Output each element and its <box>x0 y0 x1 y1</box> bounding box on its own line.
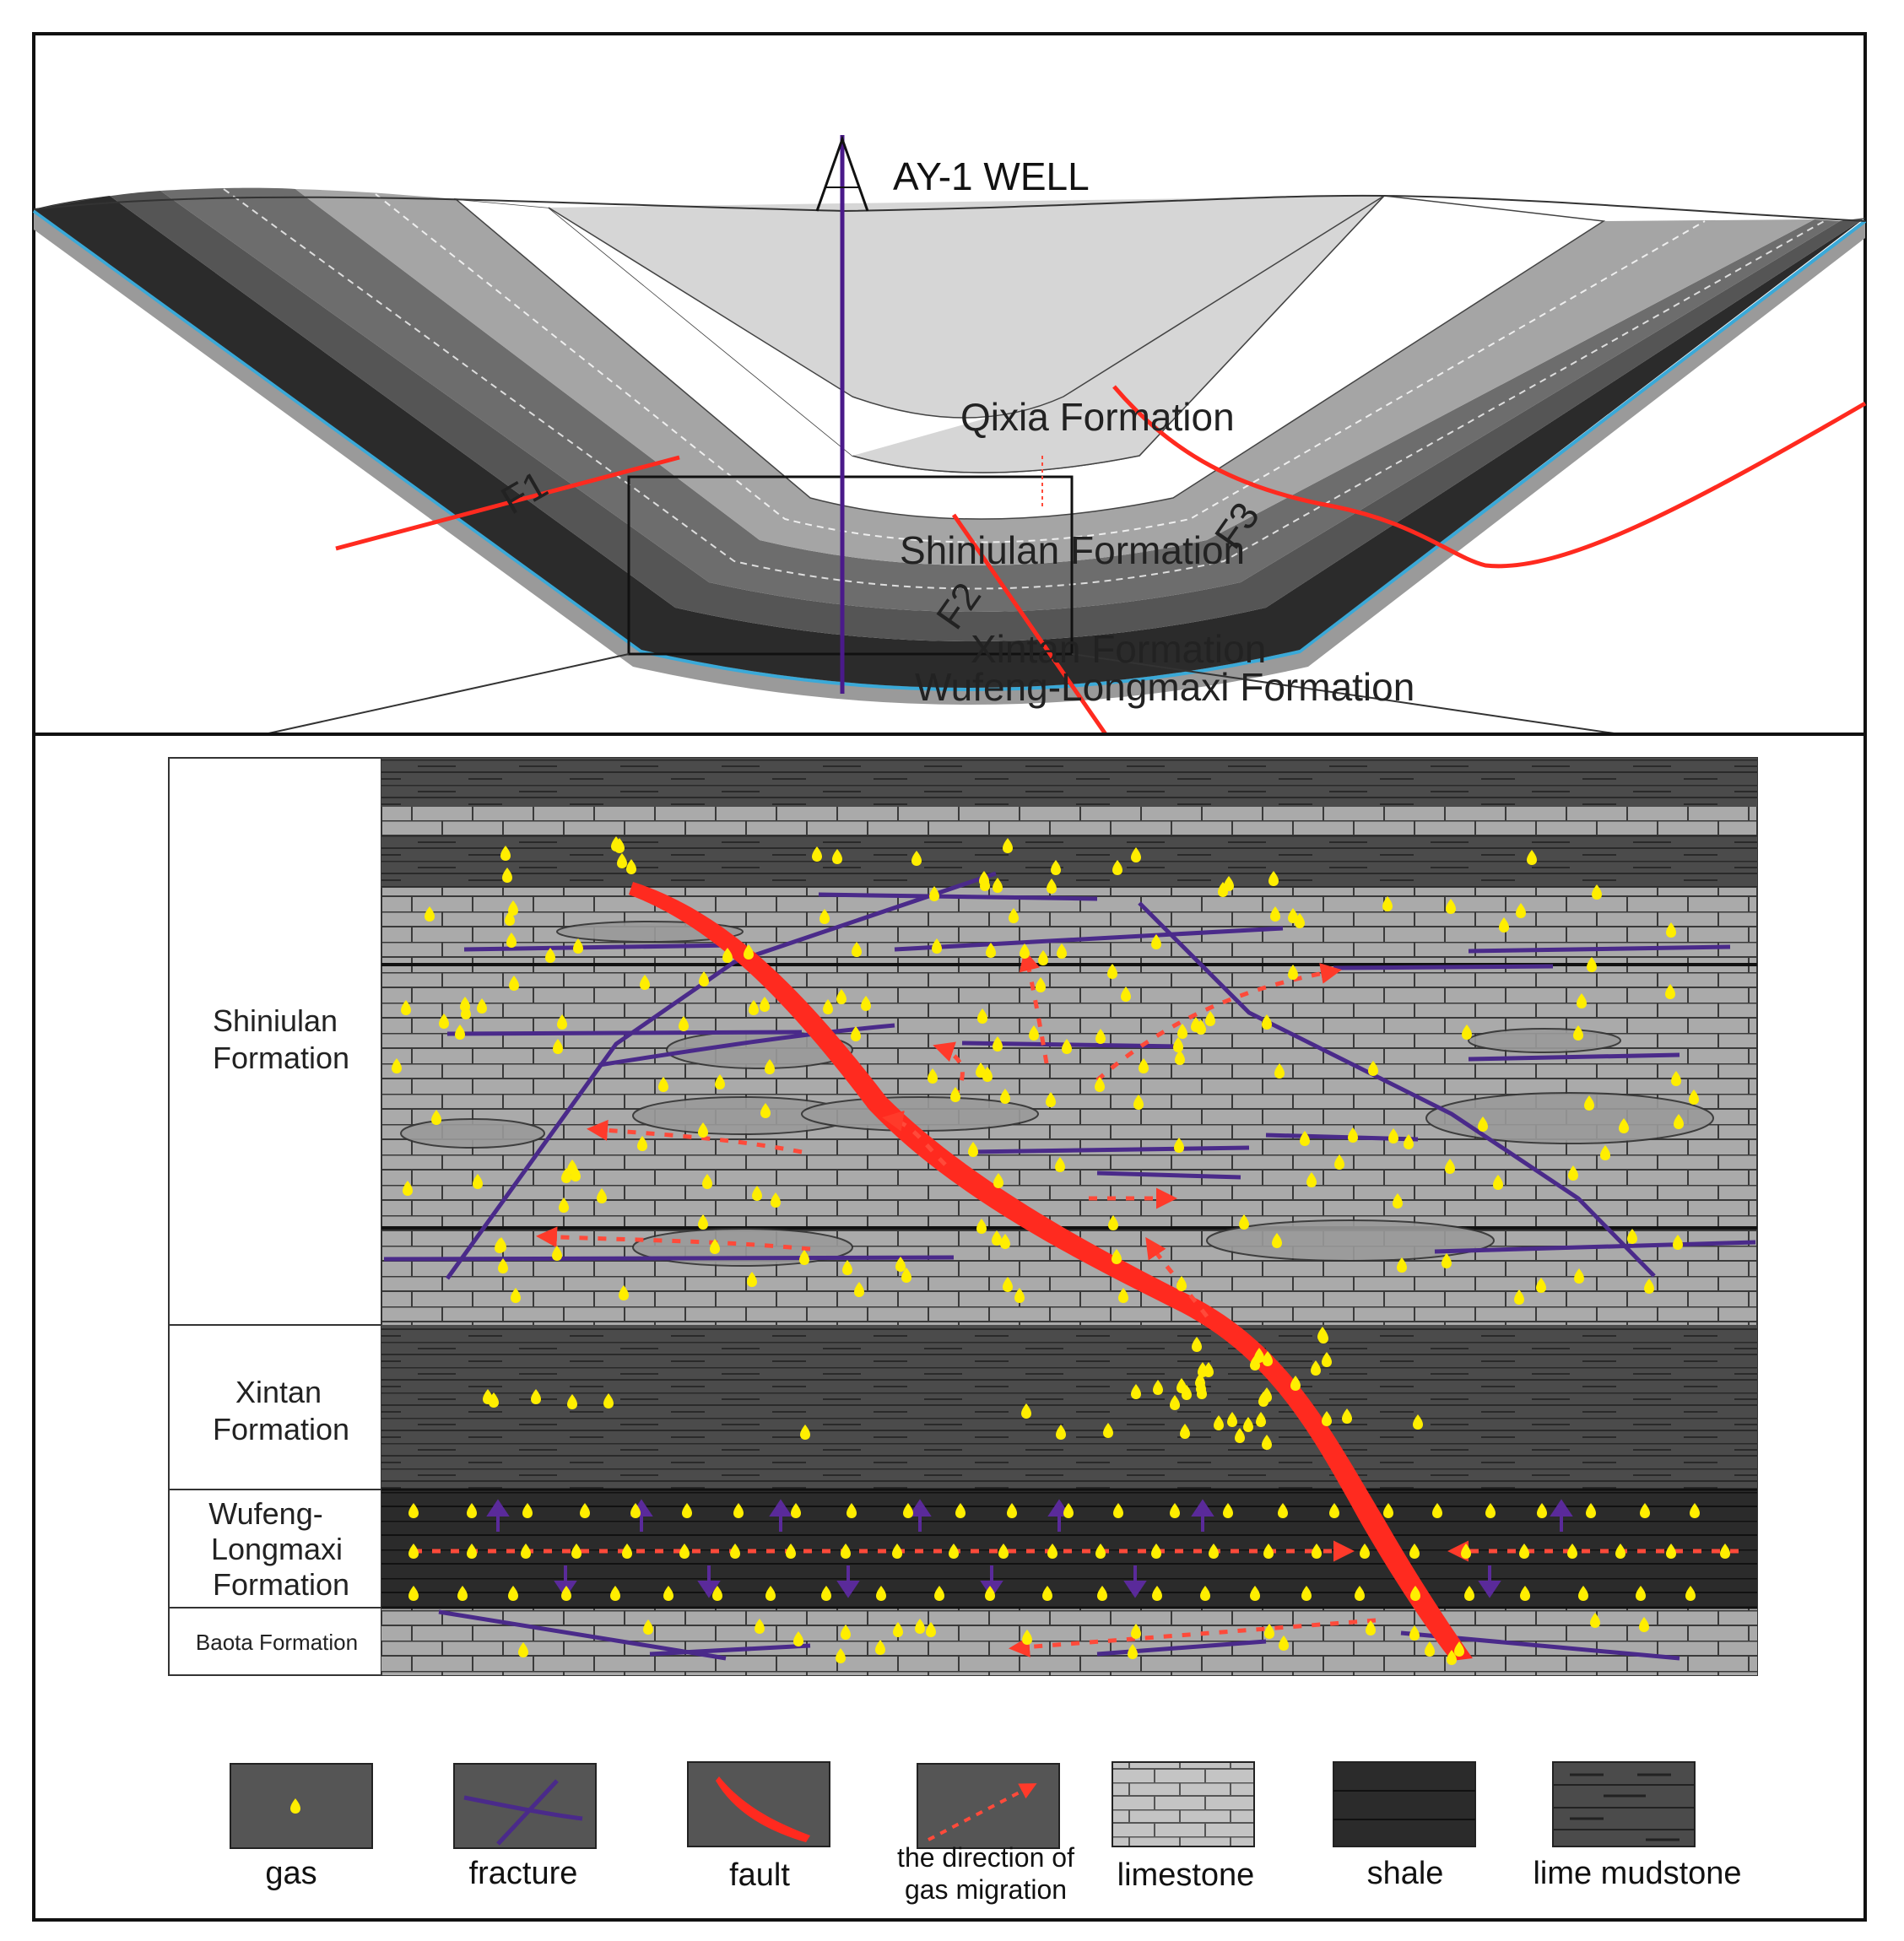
label-wufeng: Wufeng-Longmaxi Formation <box>915 665 1414 709</box>
legend-gas-label: gas <box>265 1856 316 1891</box>
legend-lime-mudstone: lime mudstone <box>1533 1761 1742 1891</box>
fault-f2-line <box>951 513 1108 736</box>
unit-xintan-line2: Formation <box>213 1412 349 1446</box>
section-faults <box>335 385 1867 736</box>
lithology-column <box>381 757 1758 1676</box>
fault-icon <box>716 1776 810 1842</box>
legend-gas: gas <box>230 1763 373 1891</box>
unit-wufeng-line1: Wufeng- <box>208 1496 322 1531</box>
legend-fault: fault <box>687 1761 830 1893</box>
legend-fracture: fracture <box>453 1763 597 1891</box>
legend-migration: the direction of gas migration <box>897 1763 1074 1905</box>
fault-f3-line <box>1112 385 1867 569</box>
unit-xintan-line1: Xintan <box>235 1375 322 1409</box>
legend-fault-label: fault <box>729 1857 790 1893</box>
fracture-icon <box>463 1779 583 1846</box>
unit-shiniulan-line1: Shiniulan <box>213 1003 338 1038</box>
unit-baota: Baota Formation <box>196 1630 358 1655</box>
zoom-box <box>627 475 1074 656</box>
label-qixia: Qixia Formation <box>960 395 1235 439</box>
syncline-strata <box>32 187 1867 705</box>
legend-migration-label2: gas migration <box>905 1874 1067 1905</box>
legend-shale-label: shale <box>1367 1856 1444 1891</box>
legend-fracture-label: fracture <box>469 1856 578 1891</box>
unit-label-column: Shiniulan Formation Xintan Formation Wuf… <box>168 757 382 1676</box>
legend-shale: shale <box>1333 1761 1476 1891</box>
label-xintan: Xintan Formation <box>971 627 1266 671</box>
unit-wufeng-line2: Longmaxi <box>211 1532 343 1566</box>
unit-wufeng-line3: Formation <box>213 1567 349 1602</box>
legend-limestone-label: limestone <box>1117 1857 1255 1893</box>
fault-f1-line <box>335 455 680 551</box>
vertical-gas-arrows <box>486 1499 1573 1598</box>
legend: gas fracture fault the direction of gas … <box>230 1761 1742 1905</box>
gas-migration <box>414 949 1739 1657</box>
label-shiniulan: Shiniulan Formation <box>900 528 1245 572</box>
legend-migration-label1: the direction of <box>897 1842 1074 1873</box>
unit-shiniulan-line2: Formation <box>213 1041 349 1075</box>
well-label: AY-1 WELL <box>893 154 1090 198</box>
legend-limestone: limestone <box>1112 1761 1255 1893</box>
legend-lime-mudstone-label: lime mudstone <box>1533 1856 1741 1891</box>
migration-arrow-icon <box>928 1783 1037 1841</box>
ay-1-well: AY-1 WELL <box>815 135 1090 694</box>
fractures <box>383 871 1756 1661</box>
